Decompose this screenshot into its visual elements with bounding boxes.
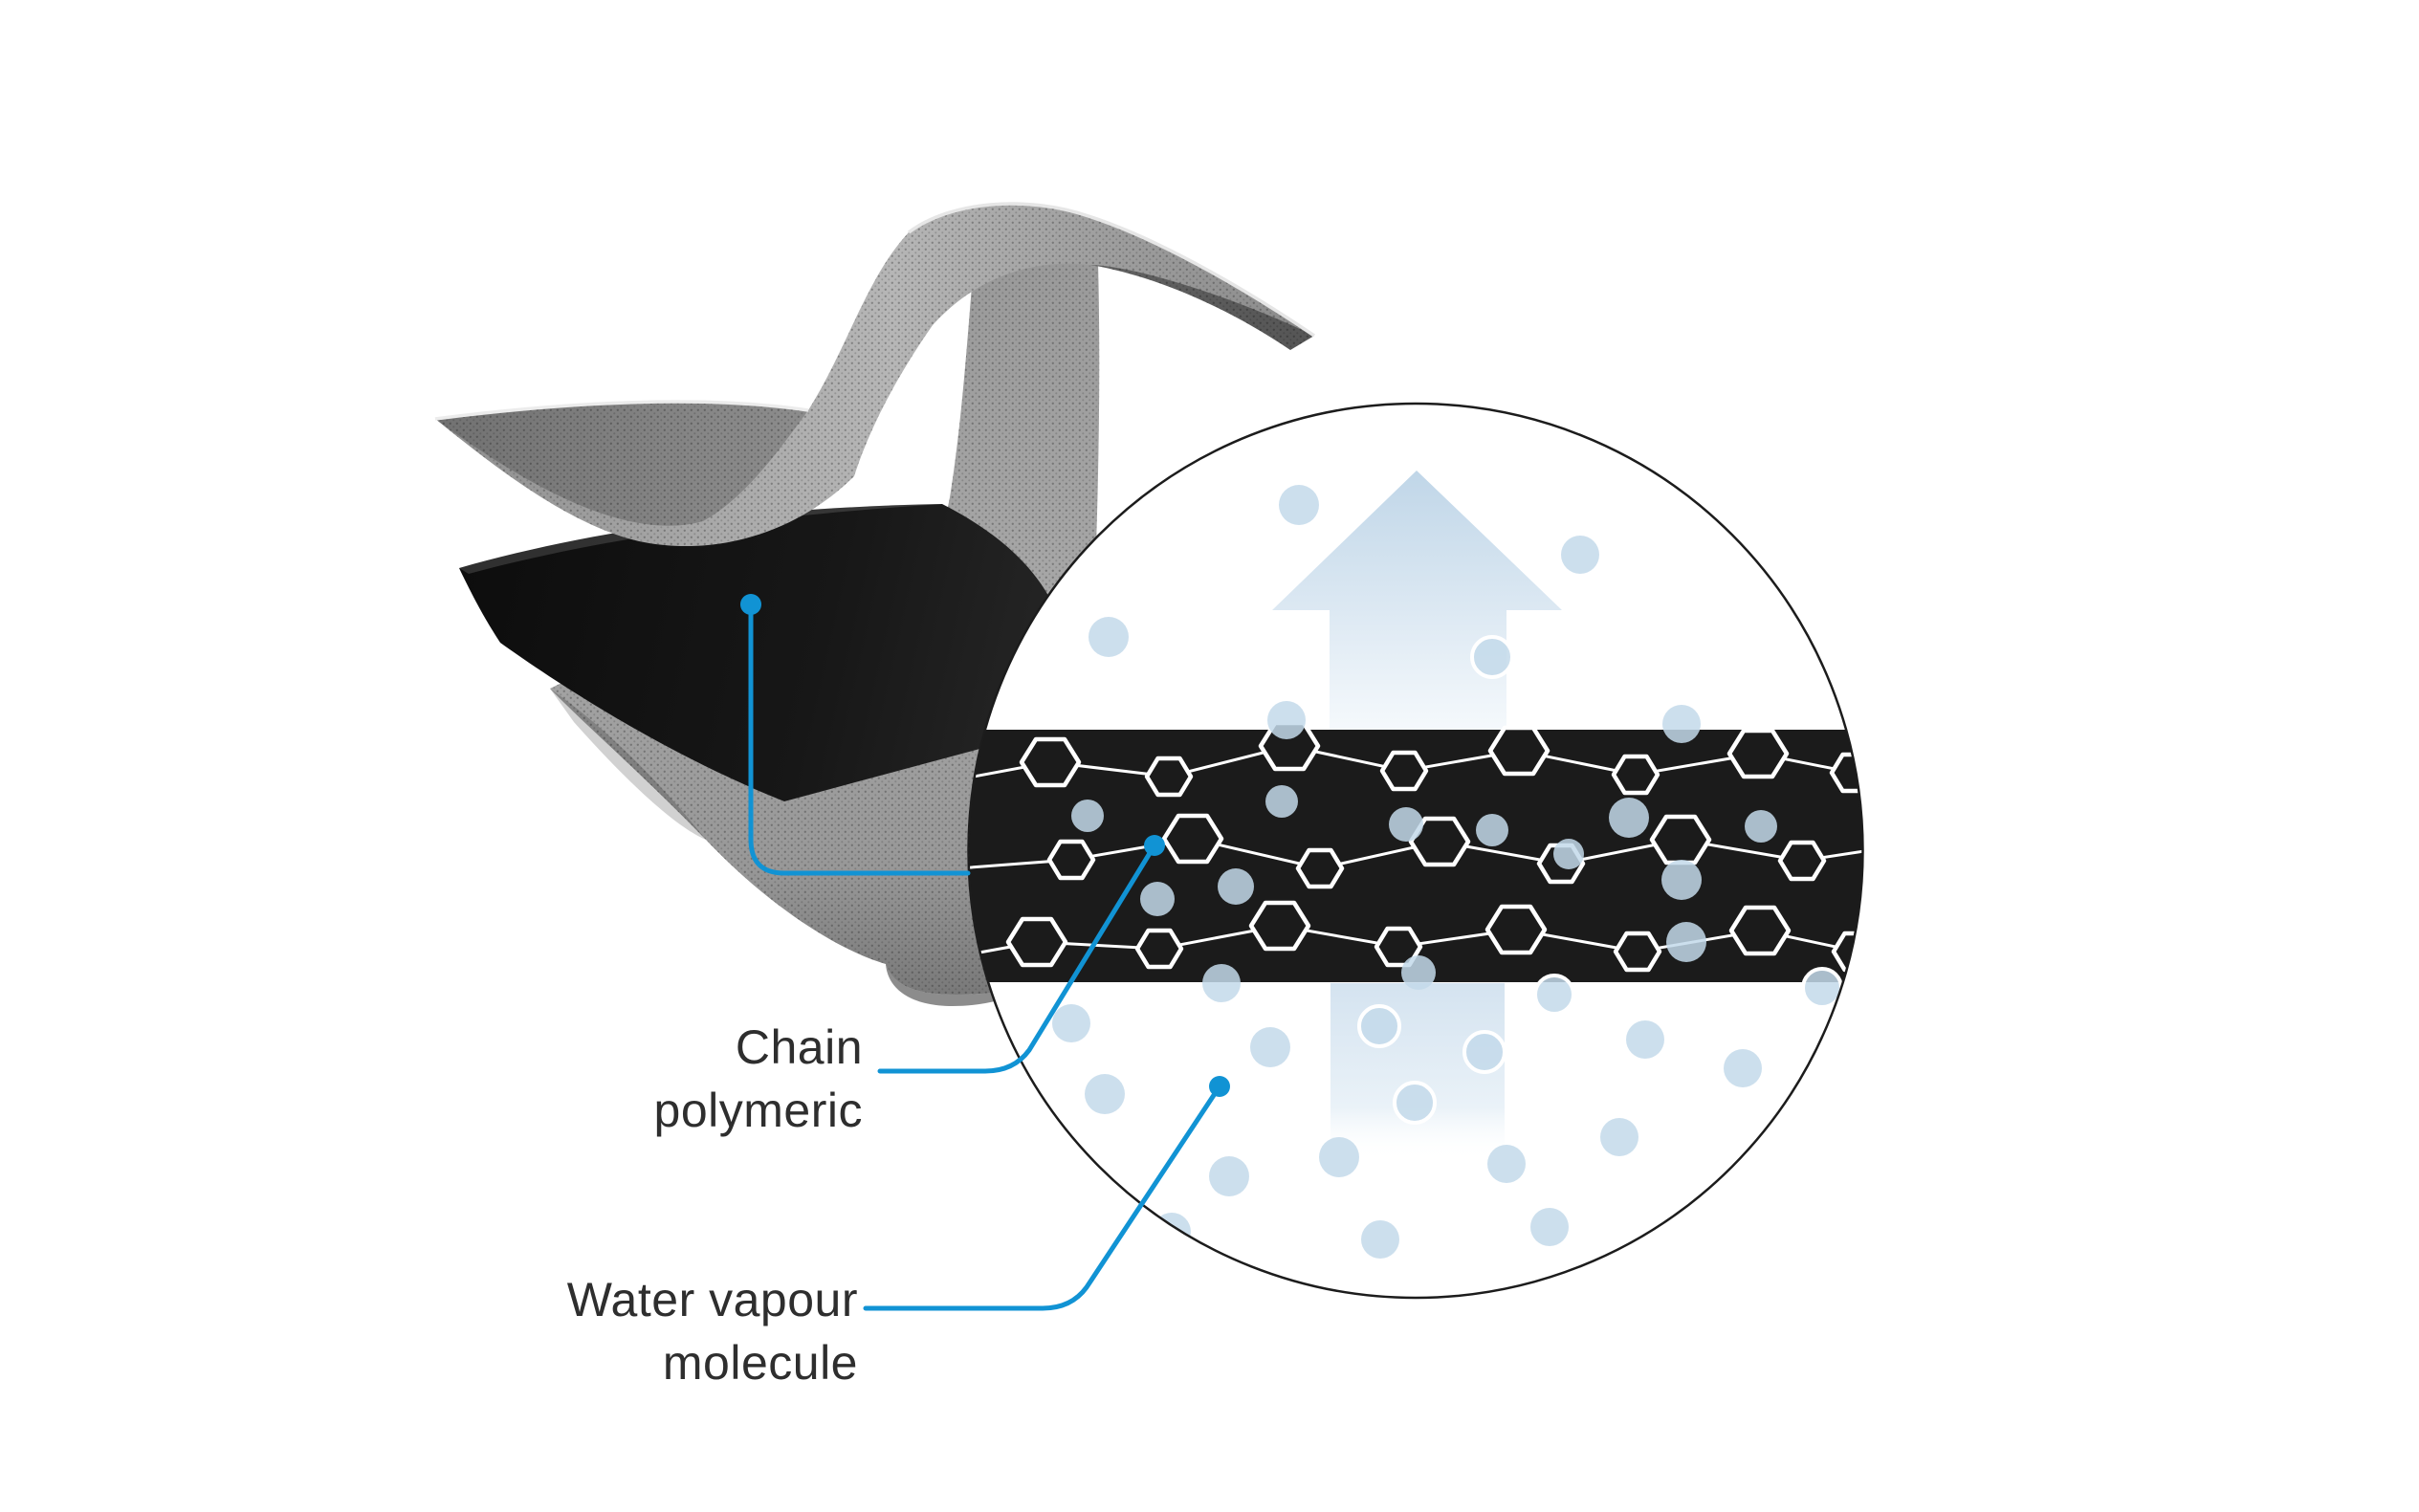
- leader-dot-icon: [740, 594, 761, 615]
- water-molecule-icon: [1389, 807, 1423, 842]
- water-molecule-icon: [1487, 1145, 1526, 1183]
- water-molecule-icon: [1600, 1118, 1638, 1156]
- label-water-line1: Water vapour: [566, 1273, 858, 1326]
- water-molecule-icon: [1661, 860, 1702, 900]
- water-molecule-icon: [1006, 1118, 1045, 1156]
- leader-chain-label: [877, 843, 1157, 1074]
- water-molecule-icon: [1052, 1004, 1090, 1042]
- water-molecule-icon: [1279, 485, 1319, 525]
- water-molecule-icon: [1265, 785, 1298, 818]
- label-water-line2: molecule: [662, 1336, 858, 1390]
- leader-dots: [740, 594, 1230, 1097]
- water-molecule-icon: [1530, 1208, 1569, 1246]
- magnifier-circle-outline: [967, 402, 1864, 1300]
- label-chain-line1: Chain: [735, 1020, 863, 1074]
- water-molecule-icon: [1089, 617, 1129, 657]
- fabric-stack-illustration: [434, 202, 1315, 1006]
- water-molecule-icon: [1462, 1030, 1506, 1074]
- water-molecule-icon: [1218, 868, 1254, 905]
- water-molecule-icon: [1393, 1081, 1437, 1125]
- leader-lines: [748, 602, 1222, 1311]
- water-molecule-icon: [1553, 839, 1584, 869]
- water-molecule-icon: [1071, 800, 1104, 832]
- water-molecule-icon: [1153, 1213, 1191, 1251]
- label-water-vapour-molecule: Water vapour molecule: [567, 1268, 858, 1394]
- water-molecule-icon: [1267, 701, 1306, 739]
- water-molecule-icon: [1357, 1004, 1401, 1048]
- water-molecule-icon: [1319, 1137, 1359, 1177]
- water-molecule-icon: [1666, 922, 1706, 962]
- polymer-chain-row-3: [968, 924, 1863, 958]
- fabric-black-membrane-layer: [459, 504, 1061, 801]
- water-molecule-icon: [1561, 536, 1599, 574]
- magnifier-circle: [967, 402, 1864, 1300]
- water-molecule-icon: [1626, 1020, 1664, 1059]
- label-chain-polymeric: Chain polymeric: [654, 1016, 863, 1142]
- fabric-top-grey-layer: [434, 202, 1315, 547]
- water-molecule-icon: [1209, 1156, 1249, 1196]
- leader-membrane-to-circle: [748, 602, 971, 876]
- leader-water-label: [863, 1084, 1222, 1311]
- polymer-chain-row-1: [968, 744, 1863, 781]
- water-molecule-icon: [1250, 1027, 1290, 1067]
- water-molecule-icon: [1745, 810, 1777, 843]
- water-molecule-icon: [1533, 974, 1575, 1016]
- water-molecules: [1006, 485, 1843, 1259]
- label-chain-line2: polymeric: [653, 1084, 863, 1137]
- leader-dot-icon: [1144, 835, 1165, 856]
- water-molecule-icon: [1724, 1049, 1762, 1087]
- water-molecule-icon: [1476, 814, 1508, 846]
- water-molecule-icon: [1085, 1074, 1125, 1114]
- water-molecule-icon: [1609, 798, 1649, 838]
- leader-dot-icon: [1209, 1076, 1230, 1097]
- water-molecule-icon: [1361, 1220, 1399, 1259]
- water-molecule-icon: [1140, 882, 1175, 916]
- water-molecule-icon: [1401, 955, 1436, 990]
- water-molecule-icon: [1470, 635, 1514, 679]
- water-molecule-icon: [1202, 964, 1241, 1002]
- water-molecule-icon: [1662, 705, 1701, 743]
